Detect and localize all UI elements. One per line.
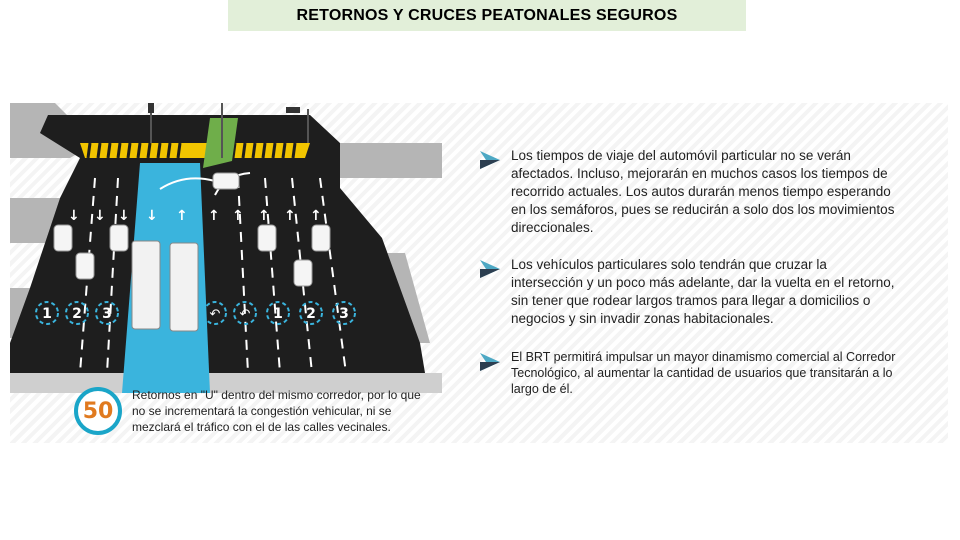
number-badge: 50 bbox=[74, 387, 122, 435]
lane-number: 3 bbox=[339, 306, 349, 322]
lane-number: 2 bbox=[306, 306, 316, 322]
illustration-caption: Retornos en "U" dentro del mismo corredo… bbox=[132, 388, 421, 434]
bus bbox=[169, 242, 199, 332]
cars bbox=[53, 172, 331, 287]
svg-text:↶: ↶ bbox=[210, 307, 221, 322]
svg-text:↓: ↓ bbox=[118, 208, 130, 224]
bus bbox=[131, 240, 161, 330]
svg-text:↑: ↑ bbox=[310, 208, 322, 224]
bullet-text: El BRT permitirá impulsar un mayor dinam… bbox=[511, 350, 896, 396]
lane-number: 2 bbox=[72, 306, 82, 322]
lane-number: 1 bbox=[42, 306, 52, 322]
svg-text:↑: ↑ bbox=[176, 208, 188, 224]
bus-lane bbox=[122, 163, 210, 393]
lane-arrows: ↓ ↓ ↓ ↓ ↑ ↑ ↑ ↑ ↑ ↑ bbox=[68, 208, 322, 224]
lane-number-row: ↶ ↶ 1 2 3 1 2 3 bbox=[35, 301, 356, 325]
svg-text:↶: ↶ bbox=[240, 307, 251, 322]
svg-text:↓: ↓ bbox=[146, 208, 158, 224]
chevron-right-icon bbox=[480, 353, 500, 371]
title-banner: RETORNOS Y CRUCES PEATONALES SEGUROS bbox=[228, 0, 746, 31]
lane-number: 1 bbox=[273, 306, 283, 322]
page-title: RETORNOS Y CRUCES PEATONALES SEGUROS bbox=[296, 6, 678, 24]
lane-number: 3 bbox=[102, 306, 112, 322]
bullet-text: Los vehículos particulares solo tendrán … bbox=[511, 257, 895, 326]
svg-text:↑: ↑ bbox=[258, 208, 270, 224]
bullet-item: Los vehículos particulares solo tendrán … bbox=[480, 256, 900, 328]
badge-number: 50 bbox=[82, 398, 114, 424]
svg-text:↑: ↑ bbox=[208, 208, 220, 224]
bullet-item: El BRT permitirá impulsar un mayor dinam… bbox=[480, 349, 900, 397]
traffic-lights bbox=[148, 103, 309, 158]
svg-text:↑: ↑ bbox=[232, 208, 244, 224]
u-turn-arrow bbox=[159, 177, 216, 190]
svg-text:↑: ↑ bbox=[284, 208, 296, 224]
chevron-right-icon bbox=[480, 151, 500, 169]
crosswalk-stripes bbox=[86, 142, 297, 159]
sidewalk-block bbox=[310, 143, 442, 178]
median-island bbox=[203, 118, 238, 168]
road-illustration: ↓ ↓ ↓ ↓ ↑ ↑ ↑ ↑ ↑ ↑ ↶ ↶ 1 2 3 1 2 3 bbox=[10, 103, 442, 393]
svg-text:↓: ↓ bbox=[94, 208, 106, 224]
chevron-right-icon bbox=[480, 260, 500, 278]
bullet-item: Los tiempos de viaje del automóvil parti… bbox=[480, 147, 900, 237]
svg-text:↓: ↓ bbox=[68, 208, 80, 224]
sidewalk-block bbox=[10, 198, 60, 243]
sidewalk-bottom bbox=[10, 373, 442, 393]
bullet-text: Los tiempos de viaje del automóvil parti… bbox=[511, 148, 895, 235]
